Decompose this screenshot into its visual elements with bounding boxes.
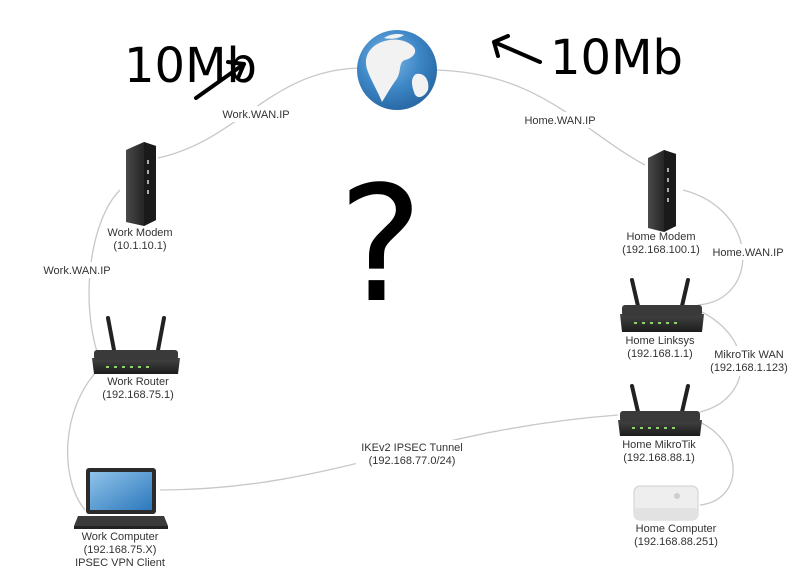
question-mark-annotation: ? xyxy=(338,151,423,338)
link-internet-home-modem xyxy=(433,69,646,166)
home-wan-top-label: Home.WAN.IP xyxy=(524,115,595,127)
link-labels: Work.WAN.IP Home.WAN.IP Work.WAN.IP Home… xyxy=(38,106,792,470)
work-computer-role: IPSEC VPN Client xyxy=(75,557,165,569)
home-mikrotik-name: Home MikroTik xyxy=(622,439,696,451)
arrow-up-right-icon xyxy=(194,60,246,100)
work-computer-name: Work Computer xyxy=(82,531,159,543)
work-wan-side-label: Work.WAN.IP xyxy=(43,265,110,277)
right-speed-annotation: 10Mb xyxy=(550,30,683,86)
home-modem-name: Home Modem xyxy=(626,231,695,243)
work-wan-top-label: Work.WAN.IP xyxy=(222,109,289,121)
home-linksys-name: Home Linksys xyxy=(625,335,695,347)
work-router-ip: (192.168.75.1) xyxy=(102,389,174,401)
globe-icon xyxy=(357,30,437,110)
work-modem-name: Work Modem xyxy=(107,227,172,239)
mikrotik-wan-label: MikroTik WAN xyxy=(714,349,784,361)
mac-mini-icon xyxy=(633,485,699,521)
link-mikrotik-home-computer xyxy=(694,419,734,506)
home-computer-ip: (192.168.88.251) xyxy=(634,536,718,548)
mikrotik-wan-ip: (192.168.1.123) xyxy=(710,362,788,374)
ipsec-tunnel-ip: (192.168.77.0/24) xyxy=(369,455,456,467)
modem-icon xyxy=(126,142,156,226)
router-icon xyxy=(620,278,704,332)
home-mikrotik-ip: (192.168.88.1) xyxy=(623,452,695,464)
router-icon xyxy=(618,384,702,436)
arrow-left-icon xyxy=(492,34,542,64)
home-linksys: Home Linksys (192.168.1.1) xyxy=(620,278,704,360)
work-router-name: Work Router xyxy=(107,376,169,388)
work-computer-ip: (192.168.75.X) xyxy=(84,544,157,556)
handwritten-annotations: 10Mb 10Mb ? xyxy=(124,30,683,338)
home-modem: Home Modem (192.168.100.1) xyxy=(622,150,700,256)
home-modem-ip: (192.168.100.1) xyxy=(622,244,700,256)
home-wan-side-label: Home.WAN.IP xyxy=(712,247,783,259)
home-computer: Home Computer (192.168.88.251) xyxy=(633,485,718,548)
work-computer: Work Computer (192.168.75.X) IPSEC VPN C… xyxy=(74,468,168,569)
work-modem-ip: (10.1.10.1) xyxy=(113,240,166,252)
left-speed-annotation: 10Mb xyxy=(124,38,257,94)
home-linksys-ip: (192.168.1.1) xyxy=(627,348,692,360)
laptop-icon xyxy=(74,468,168,529)
home-mikrotik: Home MikroTik (192.168.88.1) xyxy=(618,384,702,464)
router-icon xyxy=(92,316,180,374)
link-work-router-computer xyxy=(66,369,99,511)
work-router: Work Router (192.168.75.1) xyxy=(92,316,180,401)
modem-icon xyxy=(648,150,676,232)
work-modem: Work Modem (10.1.10.1) xyxy=(107,142,173,252)
ipsec-tunnel-label: IKEv2 IPSEC Tunnel xyxy=(361,442,463,454)
home-computer-name: Home Computer xyxy=(636,523,717,535)
